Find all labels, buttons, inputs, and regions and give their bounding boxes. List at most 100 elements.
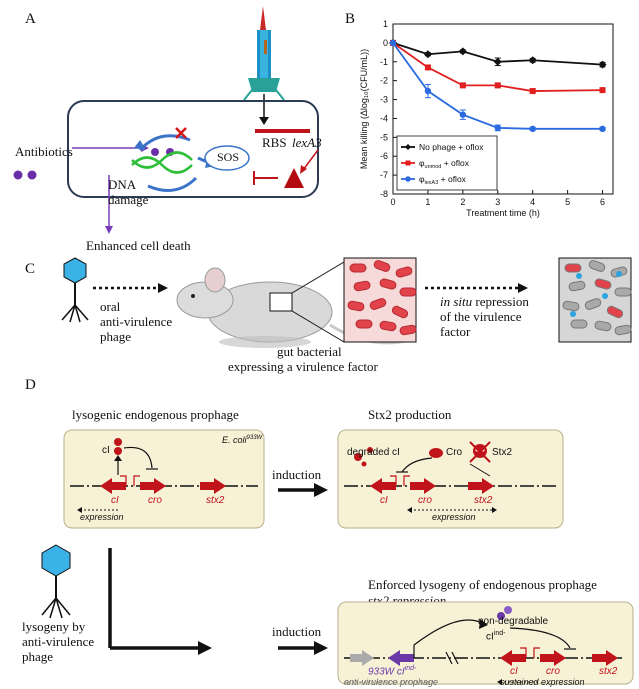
bacterium-icon bbox=[399, 287, 417, 297]
dna-label: DNA bbox=[108, 177, 137, 192]
x-tick-label: 6 bbox=[600, 197, 605, 207]
data-point bbox=[598, 60, 607, 69]
data-point bbox=[494, 82, 501, 89]
panel-b-letter: B bbox=[345, 11, 356, 27]
legend-marker bbox=[405, 176, 411, 182]
box-enforced-lysogeny bbox=[337, 601, 634, 685]
data-point bbox=[459, 111, 467, 118]
legend-label: No phage + oflox bbox=[419, 142, 484, 152]
phage-icon bbox=[61, 257, 89, 323]
lexa3-gene-bar bbox=[255, 129, 310, 133]
bacterium-icon bbox=[594, 278, 612, 290]
bacterium-icon bbox=[562, 300, 580, 312]
non-degradable-label: non-degradable bbox=[478, 616, 549, 627]
bacterium-icon bbox=[391, 305, 409, 319]
data-point bbox=[459, 82, 466, 89]
phage-particle-icon bbox=[576, 273, 582, 279]
phage-particle-icon bbox=[616, 271, 622, 277]
y-tick-label: 0 bbox=[383, 38, 388, 48]
bacterium-icon bbox=[614, 287, 632, 297]
antivirulence-label: anti-virulence bbox=[100, 314, 173, 329]
plot-frame bbox=[392, 23, 614, 195]
enforced-title: Enforced lysogeny of endogenous prophage bbox=[368, 577, 597, 592]
data-point bbox=[424, 87, 432, 95]
data-point bbox=[529, 88, 536, 95]
lexa3-protein-triangle bbox=[284, 168, 304, 188]
ci-protein-icon bbox=[114, 438, 122, 446]
bacterium-icon bbox=[369, 298, 387, 310]
lysogeny-label-1: lysogeny by bbox=[22, 619, 86, 634]
bacterium-icon bbox=[379, 320, 397, 332]
y-tick-label: -7 bbox=[380, 170, 388, 180]
legend-marker bbox=[405, 160, 411, 166]
x-tick-label: 5 bbox=[565, 197, 570, 207]
y-tick-label: -6 bbox=[380, 151, 388, 161]
933w-ci-gene-arrow bbox=[388, 650, 414, 666]
cro-protein-icon bbox=[429, 448, 443, 458]
bacterium-icon bbox=[614, 324, 632, 336]
lysogeny-label-2: anti-virulence bbox=[22, 634, 95, 649]
sos-label: SOS bbox=[217, 150, 240, 164]
bacterium-icon bbox=[353, 280, 371, 292]
ci-gene-label: cI bbox=[111, 495, 119, 506]
data-point bbox=[599, 87, 606, 94]
stx2-protein-label: Stx2 bbox=[492, 447, 513, 458]
factor-label: factor bbox=[440, 324, 471, 339]
x-tick-label: 2 bbox=[460, 197, 465, 207]
cro-gene-arrow bbox=[140, 478, 166, 494]
legend-marker bbox=[405, 144, 411, 150]
y-tick-label: -1 bbox=[380, 57, 388, 67]
bacterium-icon bbox=[568, 280, 586, 292]
bacterium-icon bbox=[584, 298, 602, 310]
data-point bbox=[389, 39, 397, 47]
induction-label-2: induction bbox=[272, 624, 322, 639]
x-tick-label: 3 bbox=[495, 197, 500, 207]
bacterium-icon bbox=[588, 260, 606, 272]
data-point bbox=[493, 57, 502, 66]
panel-c-letter: C bbox=[25, 261, 36, 277]
ci-gene-label-2: cI bbox=[380, 495, 388, 506]
x-tick-label: 0 bbox=[390, 197, 395, 207]
damage-label: damage bbox=[108, 192, 149, 207]
data-point bbox=[423, 50, 432, 59]
lysogenic-title: lysogenic endogenous prophage bbox=[72, 407, 239, 422]
expression-label-1: expression bbox=[80, 512, 124, 522]
data-point bbox=[529, 125, 536, 133]
stx2-gene-label-3: stx2 bbox=[599, 666, 618, 677]
series-line bbox=[392, 42, 603, 66]
panel-d-diagram bbox=[41, 429, 634, 685]
box-lysogenic bbox=[63, 429, 265, 529]
phage-particle-icon bbox=[602, 293, 608, 299]
expression-label-2: expression bbox=[432, 512, 476, 522]
stx2-toxin-icon bbox=[469, 441, 491, 463]
cro-gene-label-2: cro bbox=[418, 495, 432, 506]
ecoli-label: E. coli933W bbox=[222, 435, 263, 445]
cro-gene-label-3: cro bbox=[546, 666, 560, 677]
bacterium-icon bbox=[570, 319, 588, 329]
rbs-label: RBS bbox=[262, 135, 287, 150]
panel-a-diagram bbox=[13, 6, 319, 234]
bacterium-icon bbox=[349, 263, 367, 273]
stx2-gene-label-2: stx2 bbox=[474, 495, 493, 506]
antibiotics-label: Antibiotics bbox=[15, 144, 73, 159]
series-line bbox=[392, 42, 603, 92]
non-degradable-ci-icon bbox=[497, 612, 505, 620]
panel-d-letter: D bbox=[25, 377, 36, 393]
phage-particle-icon bbox=[570, 311, 576, 317]
lysogeny-label-3: phage bbox=[22, 649, 54, 664]
bacterium-icon bbox=[355, 319, 373, 329]
panel-a-letter: A bbox=[25, 11, 36, 27]
gut-zoom-box bbox=[269, 292, 293, 312]
data-point bbox=[458, 47, 467, 56]
y-tick-label: -5 bbox=[380, 132, 388, 142]
oral-label: oral bbox=[100, 299, 121, 314]
antivirulence-prophage-label: anti-virulence prophage bbox=[344, 677, 439, 687]
box-stx2-production bbox=[337, 429, 564, 529]
x-axis-label: Treatment time (h) bbox=[466, 208, 540, 218]
series-line bbox=[392, 42, 603, 130]
y-tick-label: -4 bbox=[380, 113, 388, 123]
y-tick-label: 1 bbox=[383, 19, 388, 29]
y-tick-label: -3 bbox=[380, 95, 388, 105]
phage-label: phage bbox=[100, 329, 132, 344]
